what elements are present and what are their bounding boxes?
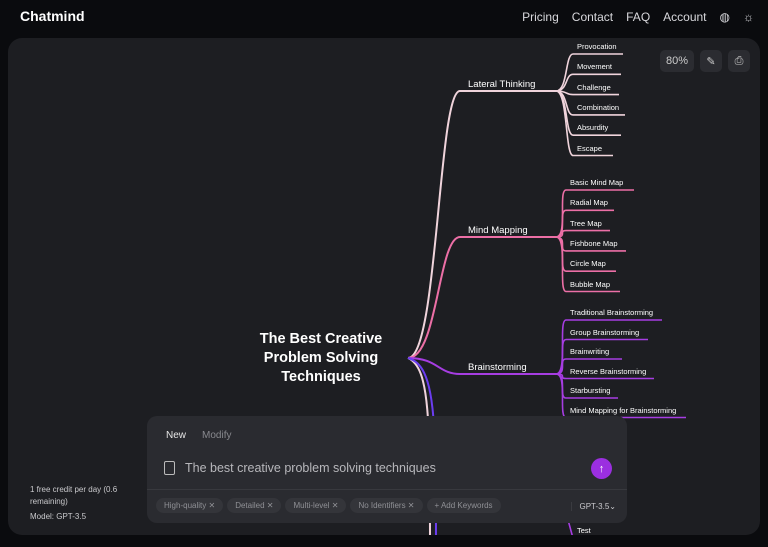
nav-faq[interactable]: FAQ: [626, 10, 651, 24]
logo[interactable]: Chatmind: [20, 8, 85, 24]
book-icon: [164, 461, 175, 475]
prompt-panel: New Modify The best creative problem sol…: [147, 416, 627, 523]
globe-icon[interactable]: ◍: [719, 10, 730, 24]
child-node[interactable]: Basic Mind Map: [570, 178, 624, 187]
child-node[interactable]: Escape: [577, 143, 603, 153]
add-keywords-button[interactable]: + Add Keywords: [426, 498, 501, 513]
child-line: [555, 90, 613, 157]
child-node[interactable]: Challenge: [577, 82, 611, 92]
export-icon[interactable]: ⎙: [728, 50, 750, 72]
prompt-input[interactable]: The best creative problem solving techni…: [185, 461, 436, 475]
branch-line: [407, 236, 556, 359]
send-button[interactable]: ↑: [591, 458, 612, 479]
child-node[interactable]: Radial Map: [570, 198, 608, 208]
child-node[interactable]: Test: [577, 526, 591, 535]
child-node[interactable]: Tree Map: [570, 218, 602, 228]
nav-account[interactable]: Account: [663, 10, 707, 24]
model-select[interactable]: GPT-3.5⌄: [570, 502, 616, 511]
child-node[interactable]: Provocation: [577, 42, 617, 51]
child-node[interactable]: Circle Map: [570, 259, 606, 269]
chip-label: Multi-level: [293, 501, 330, 510]
keyword-chip[interactable]: Detailed ✕: [227, 498, 282, 513]
top-nav: Pricing Contact FAQ Account ◍ ☼: [522, 10, 754, 24]
child-node[interactable]: Movement: [577, 62, 613, 72]
child-node[interactable]: Brainwriting: [570, 347, 610, 356]
tab-modify[interactable]: Modify: [202, 430, 232, 441]
zoom-level[interactable]: 80%: [659, 50, 694, 72]
nav-pricing[interactable]: Pricing: [522, 10, 559, 24]
model-select-label: GPT-3.5: [579, 502, 610, 511]
mindmap-lines: [407, 53, 686, 535]
credit-info: 1 free credit per day (0.6 remaining): [30, 485, 118, 506]
child-node[interactable]: Fishbone Map: [570, 238, 618, 248]
chip-label: Detailed: [235, 501, 265, 510]
tab-new[interactable]: New: [166, 430, 187, 441]
child-node[interactable]: Reverse Brainstorming: [570, 366, 647, 376]
child-node[interactable]: Bubble Map: [570, 279, 611, 289]
child-node[interactable]: Combination: [577, 102, 620, 112]
edit-icon[interactable]: ✎: [700, 50, 722, 72]
child-line: [555, 229, 610, 238]
child-node[interactable]: Absurdity: [577, 123, 609, 133]
branch-line: [407, 90, 556, 359]
keyword-chip[interactable]: No Identifiers ✕: [350, 498, 423, 513]
child-node[interactable]: Group Brainstorming: [570, 327, 640, 337]
chip-label: No Identifiers: [358, 501, 406, 510]
divider: [147, 489, 627, 490]
branch-line: [407, 357, 556, 375]
root-node[interactable]: The Best Creative Problem Solving Techni…: [259, 331, 383, 385]
chip-label: High-quality: [164, 501, 207, 510]
branch-node[interactable]: Lateral Thinking: [468, 79, 536, 90]
model-info: Model: GPT-3.5: [30, 512, 87, 521]
branch-node[interactable]: Mind Mapping: [468, 225, 528, 236]
branch-node[interactable]: Brainstorming: [468, 362, 527, 373]
child-node[interactable]: Mind Mapping for Brainstorming: [570, 405, 677, 415]
nav-contact[interactable]: Contact: [571, 10, 614, 24]
child-node[interactable]: Starbursting: [570, 386, 611, 395]
keyword-chip[interactable]: Multi-level ✕: [285, 498, 347, 513]
child-line: [555, 236, 620, 293]
keyword-chip[interactable]: High-quality ✕: [156, 498, 224, 513]
child-node[interactable]: Traditional Brainstorming: [570, 308, 654, 317]
sun-icon[interactable]: ☼: [743, 10, 754, 24]
